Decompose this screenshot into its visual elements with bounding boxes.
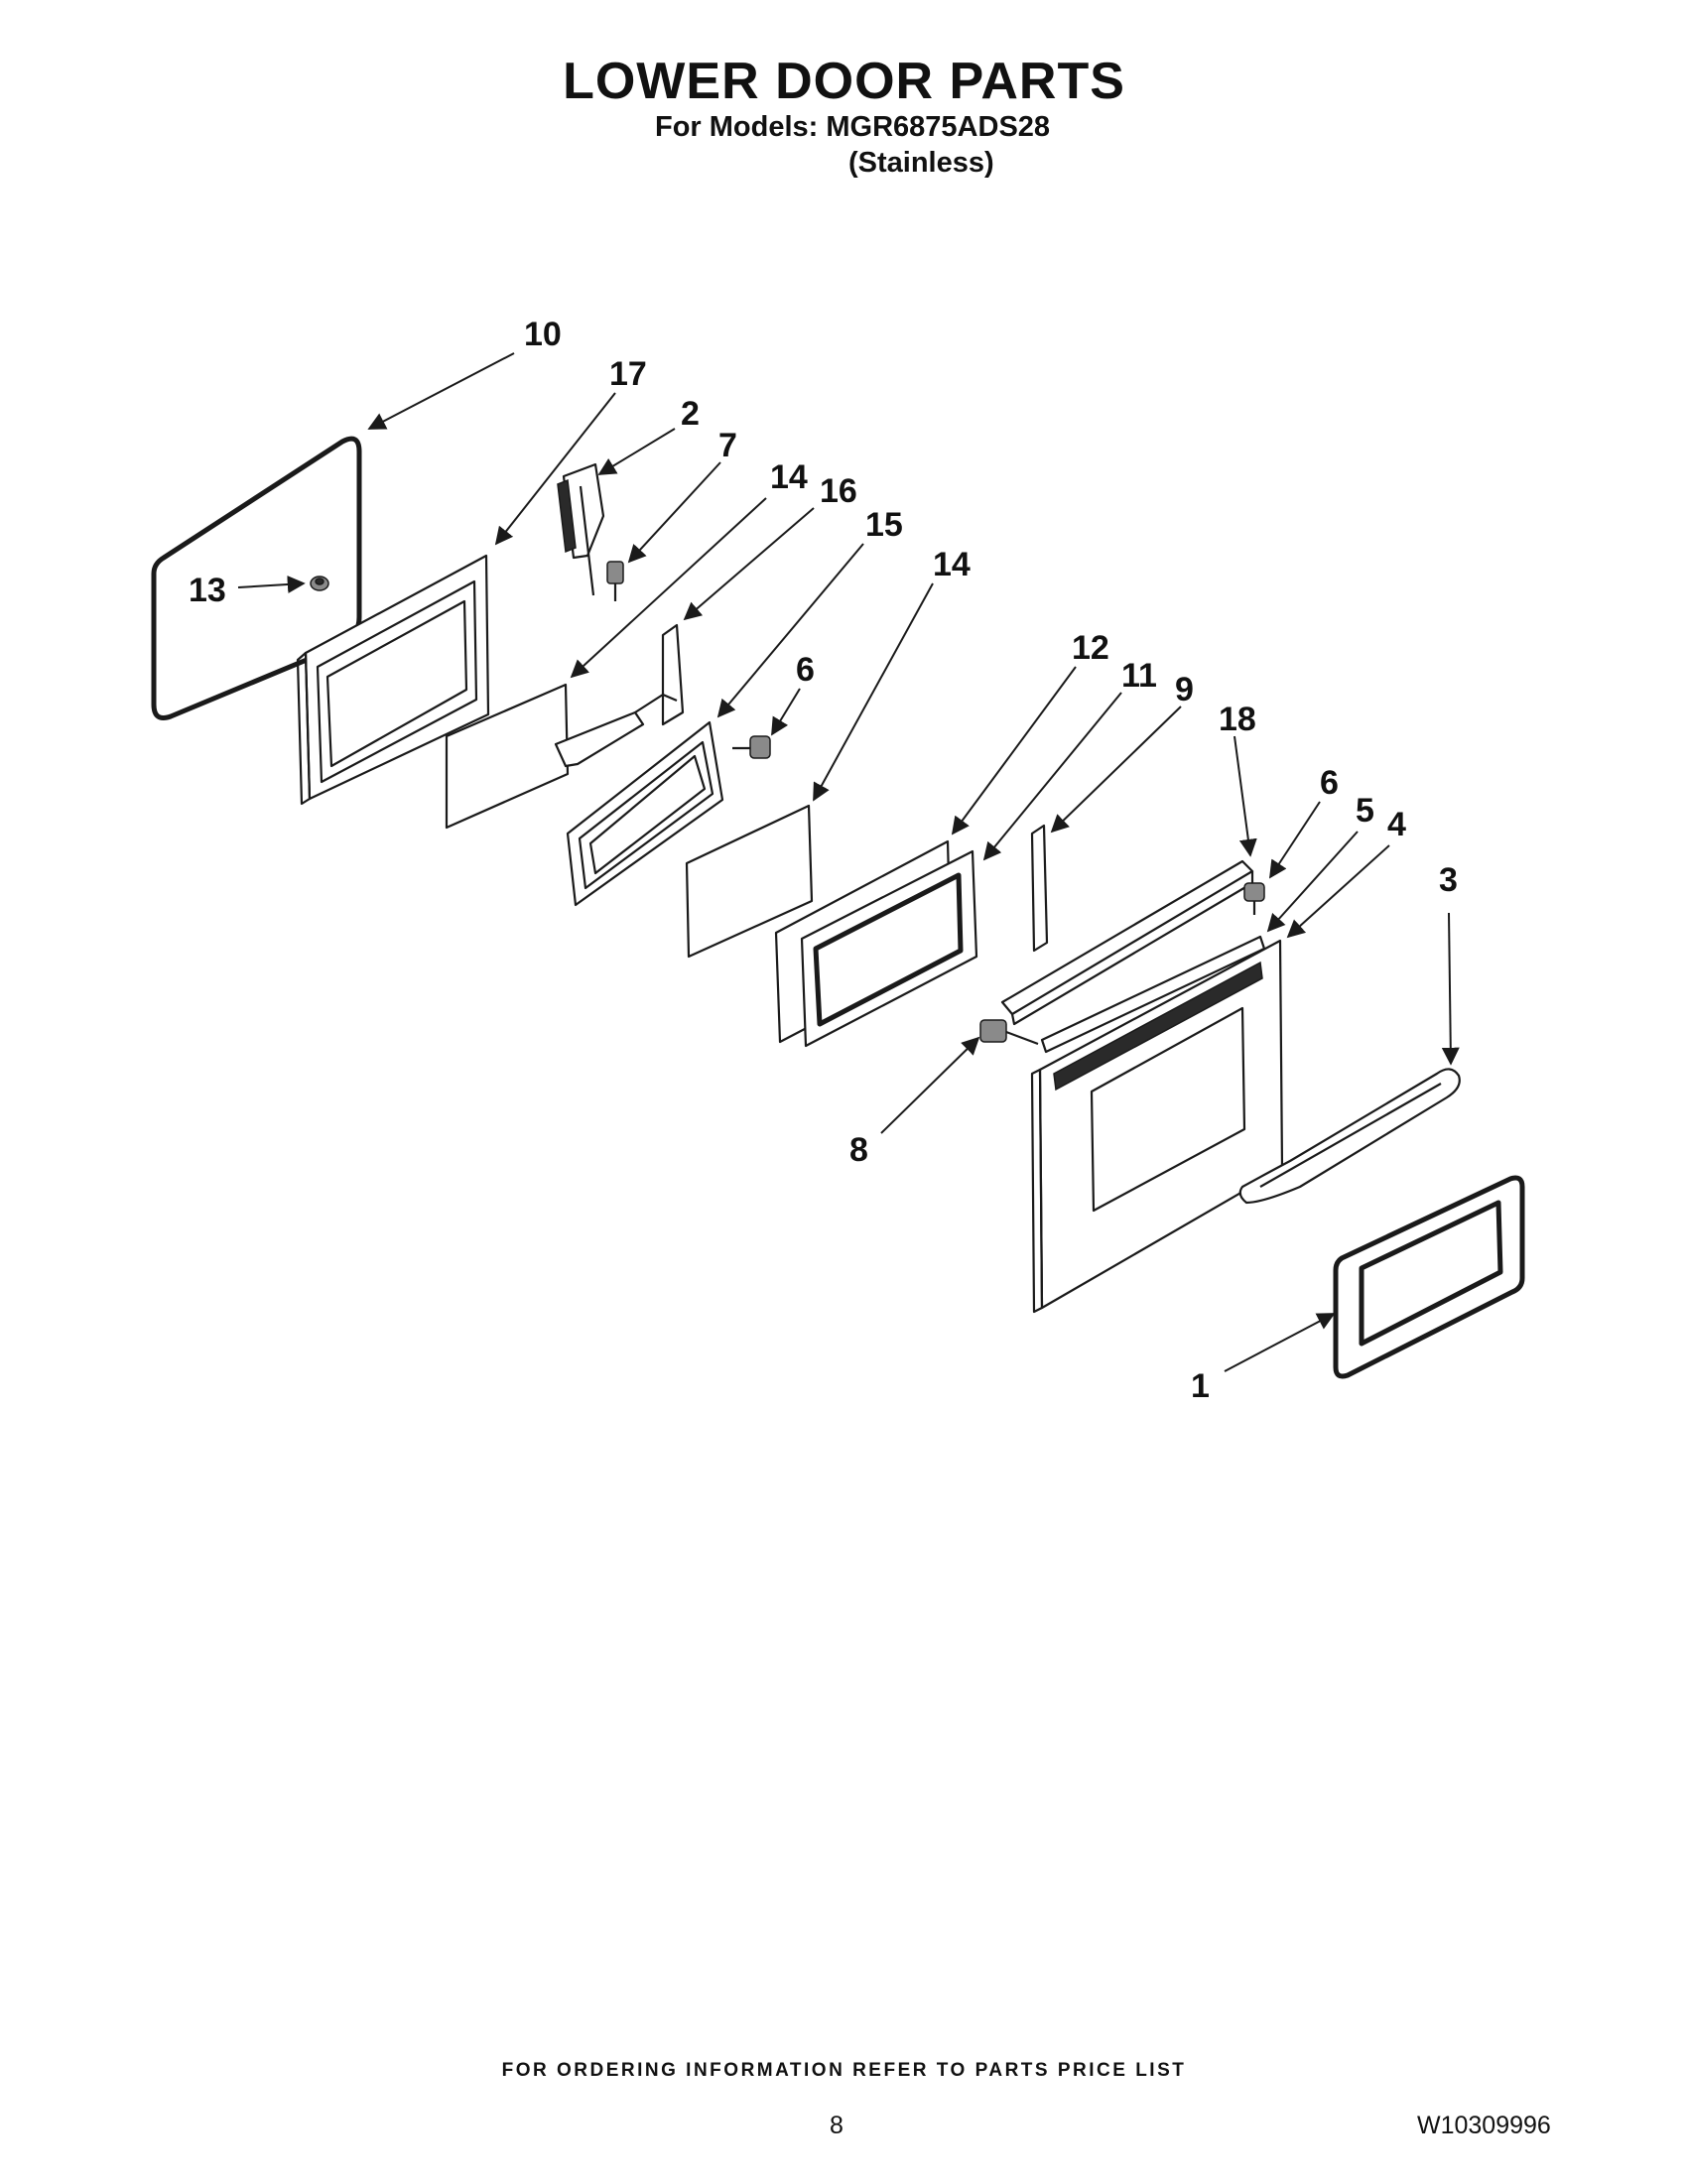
callout-14-a: 14 (770, 458, 808, 496)
part-9-bracket (1030, 824, 1049, 953)
part-8-screw (979, 1019, 1039, 1046)
leader-lines (237, 352, 1460, 1372)
callout-4: 4 (1387, 806, 1406, 843)
callout-14-b: 14 (933, 546, 971, 583)
part-16-deflector (554, 623, 685, 768)
callout-7: 7 (718, 427, 737, 464)
part-13-nut (310, 576, 329, 591)
callout-6-b: 6 (1320, 764, 1339, 802)
ordering-note: FOR ORDERING INFORMATION REFER TO PARTS … (501, 2060, 1187, 2081)
part-6-screw-upper (732, 735, 771, 759)
callout-9: 9 (1175, 671, 1194, 708)
document-number: W10309996 (1417, 2112, 1551, 2139)
part-2-hinge (557, 462, 605, 596)
part-15-window-frame (566, 720, 724, 907)
finish-line: (Stainless) (848, 147, 994, 179)
callout-18: 18 (1219, 701, 1256, 738)
part-17-inner-door-frame (296, 554, 490, 806)
callout-10: 10 (524, 316, 562, 353)
part-3-handle (1238, 1068, 1461, 1205)
callout-15: 15 (865, 506, 903, 544)
part-6-screw-lower (1243, 882, 1265, 915)
callout-13: 13 (189, 572, 226, 609)
part-14-glass-panel-left (445, 683, 570, 830)
callout-16: 16 (820, 472, 857, 510)
callout-3: 3 (1439, 861, 1458, 899)
part-11-framed-glass (800, 849, 978, 1048)
callout-12: 12 (1072, 629, 1109, 667)
part-4-outer-door (1030, 939, 1284, 1314)
callout-8: 8 (849, 1131, 868, 1169)
models-line: For Models: MGR6875ADS28 (655, 111, 1051, 143)
part-7-screw (606, 561, 624, 601)
page-number: 8 (830, 2112, 844, 2139)
callout-5: 5 (1356, 792, 1374, 830)
callout-2: 2 (681, 395, 700, 433)
callout-1: 1 (1191, 1367, 1210, 1405)
part-18-vent-trim (1000, 859, 1254, 1026)
callout-11: 11 (1121, 657, 1157, 695)
part-1-window-gasket (1333, 1175, 1525, 1379)
callout-labels: 10 17 2 7 14 16 15 13 6 14 12 11 9 18 6 … (189, 316, 1458, 1405)
callout-17: 17 (609, 355, 647, 393)
callout-6-a: 6 (796, 651, 815, 689)
page-title: LOWER DOOR PARTS (563, 53, 1125, 110)
part-14-glass-panel-right (685, 804, 814, 959)
